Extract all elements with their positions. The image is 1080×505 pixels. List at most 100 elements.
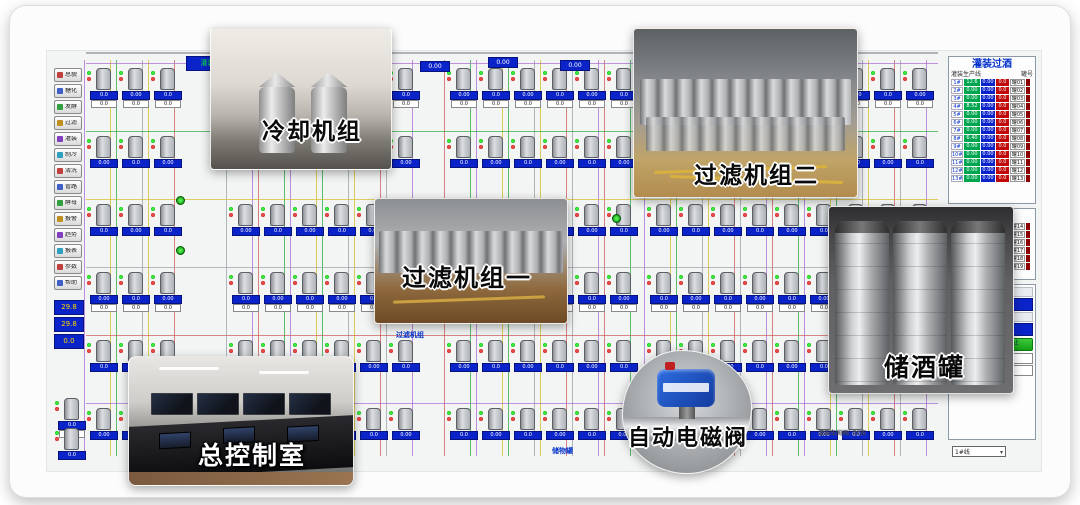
status-dot-green [543, 139, 547, 143]
cell: 0.00 [964, 175, 980, 182]
status-dot-green [261, 207, 265, 211]
status-dot-green [607, 139, 611, 143]
toolbar-item-6[interactable]: 制冷 [54, 148, 82, 162]
toolbar-item-1[interactable]: 总貌 [54, 68, 82, 82]
status-dot-red [543, 145, 547, 149]
status-dot-green [647, 275, 651, 279]
cell: 0.00 [981, 87, 995, 94]
status-dot-green [389, 343, 393, 347]
status-dot-red [607, 213, 611, 217]
status-dot-red [543, 77, 547, 81]
status-dot-red [87, 145, 91, 149]
status-dot-red [647, 281, 651, 285]
status-dot-green [511, 343, 515, 347]
status-dot-red [261, 349, 265, 353]
pipe [322, 60, 323, 456]
status-dot-green [357, 343, 361, 347]
tank-setpoint: 0.0 [91, 304, 117, 312]
status-dot-green [119, 139, 123, 143]
toolbar-item-14[interactable]: 帮助 [54, 276, 82, 290]
control-room-photo [128, 356, 354, 486]
status-dot-red [479, 349, 483, 353]
toolbar-item-3[interactable]: 发酵 [54, 100, 82, 114]
cell: 0.00 [981, 119, 995, 126]
toolbar-item-8[interactable]: 管路 [54, 180, 82, 194]
pipe [734, 60, 735, 456]
cell: 罐12 [1010, 167, 1025, 174]
status-dot-green [119, 207, 123, 211]
tank-setpoint: 0.0 [297, 304, 323, 312]
toolbar-icon [57, 280, 63, 286]
toolbar-item-9[interactable]: 酵母 [54, 196, 82, 210]
line-select-dropdown[interactable]: 1#线 ▾ [952, 446, 1006, 457]
cell: 8# [951, 135, 963, 142]
status-dot-green [607, 343, 611, 347]
tank-readout: 0.00 [328, 295, 356, 304]
tank-readout: 0.0 [264, 227, 292, 236]
toolbar-item-4[interactable]: 过滤 [54, 116, 82, 130]
status-dot-red [903, 417, 907, 421]
toolbar-item-5[interactable]: 灌装 [54, 132, 82, 146]
alarm-dot [1026, 119, 1030, 126]
toolbar-item-13[interactable]: 参数 [54, 260, 82, 274]
alarm-dot [1026, 127, 1030, 134]
tank-icon [784, 340, 799, 362]
toolbar-item-2[interactable]: 糖化 [54, 84, 82, 98]
pipe [804, 60, 805, 456]
toolbar-item-10[interactable]: 报警 [54, 212, 82, 226]
filter-unit-area-label: 过滤机组 [396, 331, 424, 339]
toolbar-item-11[interactable]: 趋势 [54, 228, 82, 242]
cell: 0.00 [964, 167, 980, 174]
status-dot-green [679, 343, 683, 347]
toolbar-item-7[interactable]: 清洗 [54, 164, 82, 178]
cell: 0.00 [981, 151, 995, 158]
cell: 3# [951, 95, 963, 102]
cell: 0.0 [996, 111, 1009, 118]
toolbar-item-12[interactable]: 报表 [54, 244, 82, 258]
alarm-dot [1026, 175, 1030, 182]
status-dot-red [261, 213, 265, 217]
tank-icon [398, 136, 413, 158]
status-dot-red [575, 349, 579, 353]
tank-icon [656, 272, 671, 294]
status-dot-green [679, 207, 683, 211]
status-dot-green [511, 139, 515, 143]
top-readout: 0.00 [488, 57, 518, 68]
status-dot-green [575, 71, 579, 75]
cell: 0.00 [964, 87, 980, 94]
tank-readout: 0.00 [482, 431, 510, 440]
tank-readout: 0.00 [514, 91, 542, 100]
status-dot-red [575, 213, 579, 217]
ceiling-light-shape [259, 371, 309, 374]
tank-setpoint: 0.0 [329, 304, 355, 312]
pipe [740, 60, 741, 456]
big-tank-shape [893, 221, 947, 385]
status-dot-green [511, 71, 515, 75]
pipe [348, 60, 349, 456]
status-dot-red [575, 145, 579, 149]
cell: 罐01 [1010, 79, 1025, 86]
status-dot-red [357, 213, 361, 217]
pipe [226, 60, 227, 456]
status-dot-green [325, 207, 329, 211]
toolbar-icon [57, 168, 63, 174]
tank-icon [128, 136, 143, 158]
pipe [148, 60, 149, 456]
cell: 6# [951, 119, 963, 126]
status-dot-green [261, 343, 265, 347]
tank-row-shape [646, 117, 845, 151]
pipe [316, 60, 317, 456]
tank-readout: 0.0 [610, 227, 638, 236]
cell: 0.0 [996, 119, 1009, 126]
tank-readout: 0.0 [546, 91, 574, 100]
tank-icon [128, 204, 143, 226]
tank-icon [688, 204, 703, 226]
tank-icon [96, 272, 111, 294]
tank-readout: 0.0 [610, 363, 638, 372]
tank-icon [752, 340, 767, 362]
tank-readout: 0.0 [482, 363, 510, 372]
tank-readout: 0.00 [392, 159, 420, 168]
status-dot-red [807, 349, 811, 353]
